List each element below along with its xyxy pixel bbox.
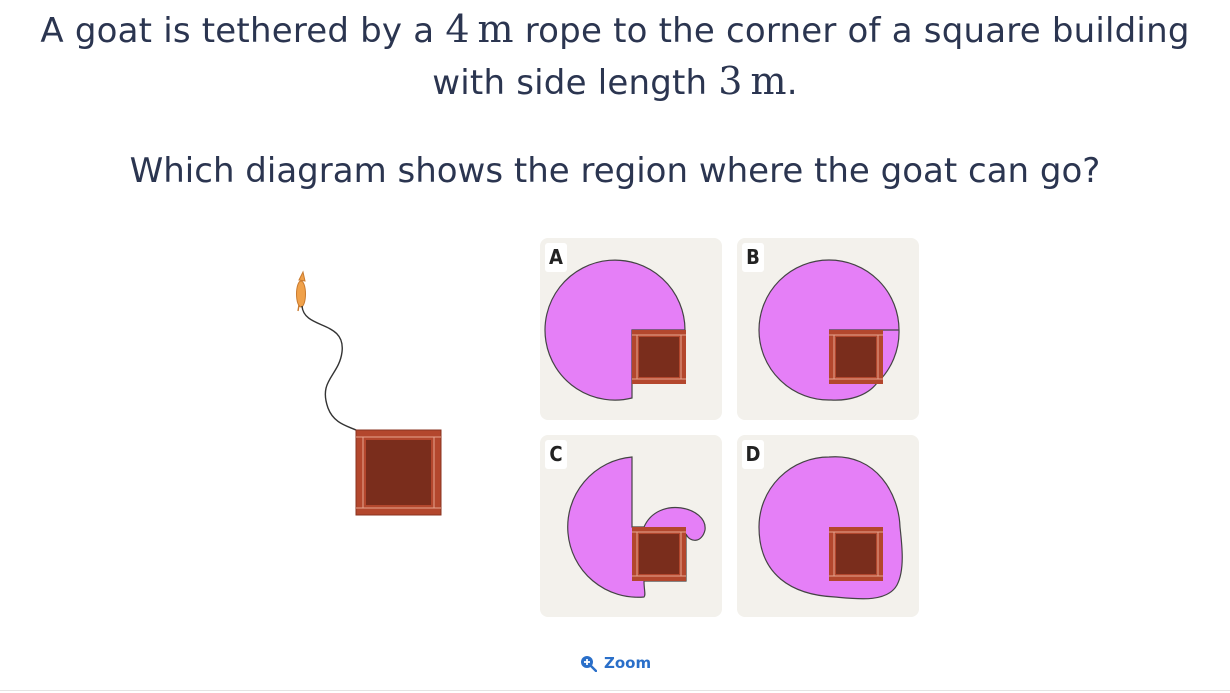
question-line-2: with side length 3 m. [0, 56, 1230, 108]
side-length-unit: m [750, 59, 787, 103]
option-card-a[interactable]: A [540, 238, 722, 420]
building-icon [829, 330, 883, 384]
rope-length-number: 4 [445, 7, 470, 51]
rope-length-value: 4 m [445, 7, 513, 51]
goat-icon [296, 270, 306, 312]
option-diagram-d [758, 456, 903, 600]
zoom-button[interactable]: Zoom [580, 652, 651, 674]
option-card-c[interactable]: C [540, 435, 722, 617]
option-card-b[interactable]: B [737, 238, 919, 420]
option-diagram-c [567, 456, 706, 598]
building-icon [355, 429, 442, 516]
option-letter: C [545, 440, 567, 469]
option-letter: B [742, 243, 764, 272]
building-icon [632, 527, 686, 581]
question-line-1: A goat is tethered by a 4 m rope to the … [0, 4, 1230, 56]
side-length-value: 3 m [718, 59, 786, 103]
side-length-number: 3 [718, 59, 743, 103]
building-icon [632, 330, 686, 384]
goat-illustration [296, 270, 442, 516]
option-diagram-b [758, 259, 900, 401]
region-area [544, 259, 686, 401]
rope-length-unit: m [477, 7, 514, 51]
question-text-part: . [786, 63, 798, 103]
question-text-part: rope to the corner of a square building [513, 11, 1190, 51]
question-text: A goat is tethered by a 4 m rope to the … [0, 4, 1230, 108]
option-card-d[interactable]: D [737, 435, 919, 617]
zoom-label: Zoom [604, 654, 652, 672]
question-text-part: with side length [432, 63, 719, 103]
building-icon [829, 527, 883, 581]
question-text-part: A goat is tethered by a [40, 11, 446, 51]
divider [0, 690, 1230, 691]
rope [301, 305, 359, 432]
option-diagram-a [544, 259, 686, 401]
question-prompt: Which diagram shows the region where the… [129, 151, 1101, 191]
zoom-icon [581, 655, 597, 672]
option-letter: D [742, 440, 764, 469]
option-letter: A [545, 243, 567, 272]
